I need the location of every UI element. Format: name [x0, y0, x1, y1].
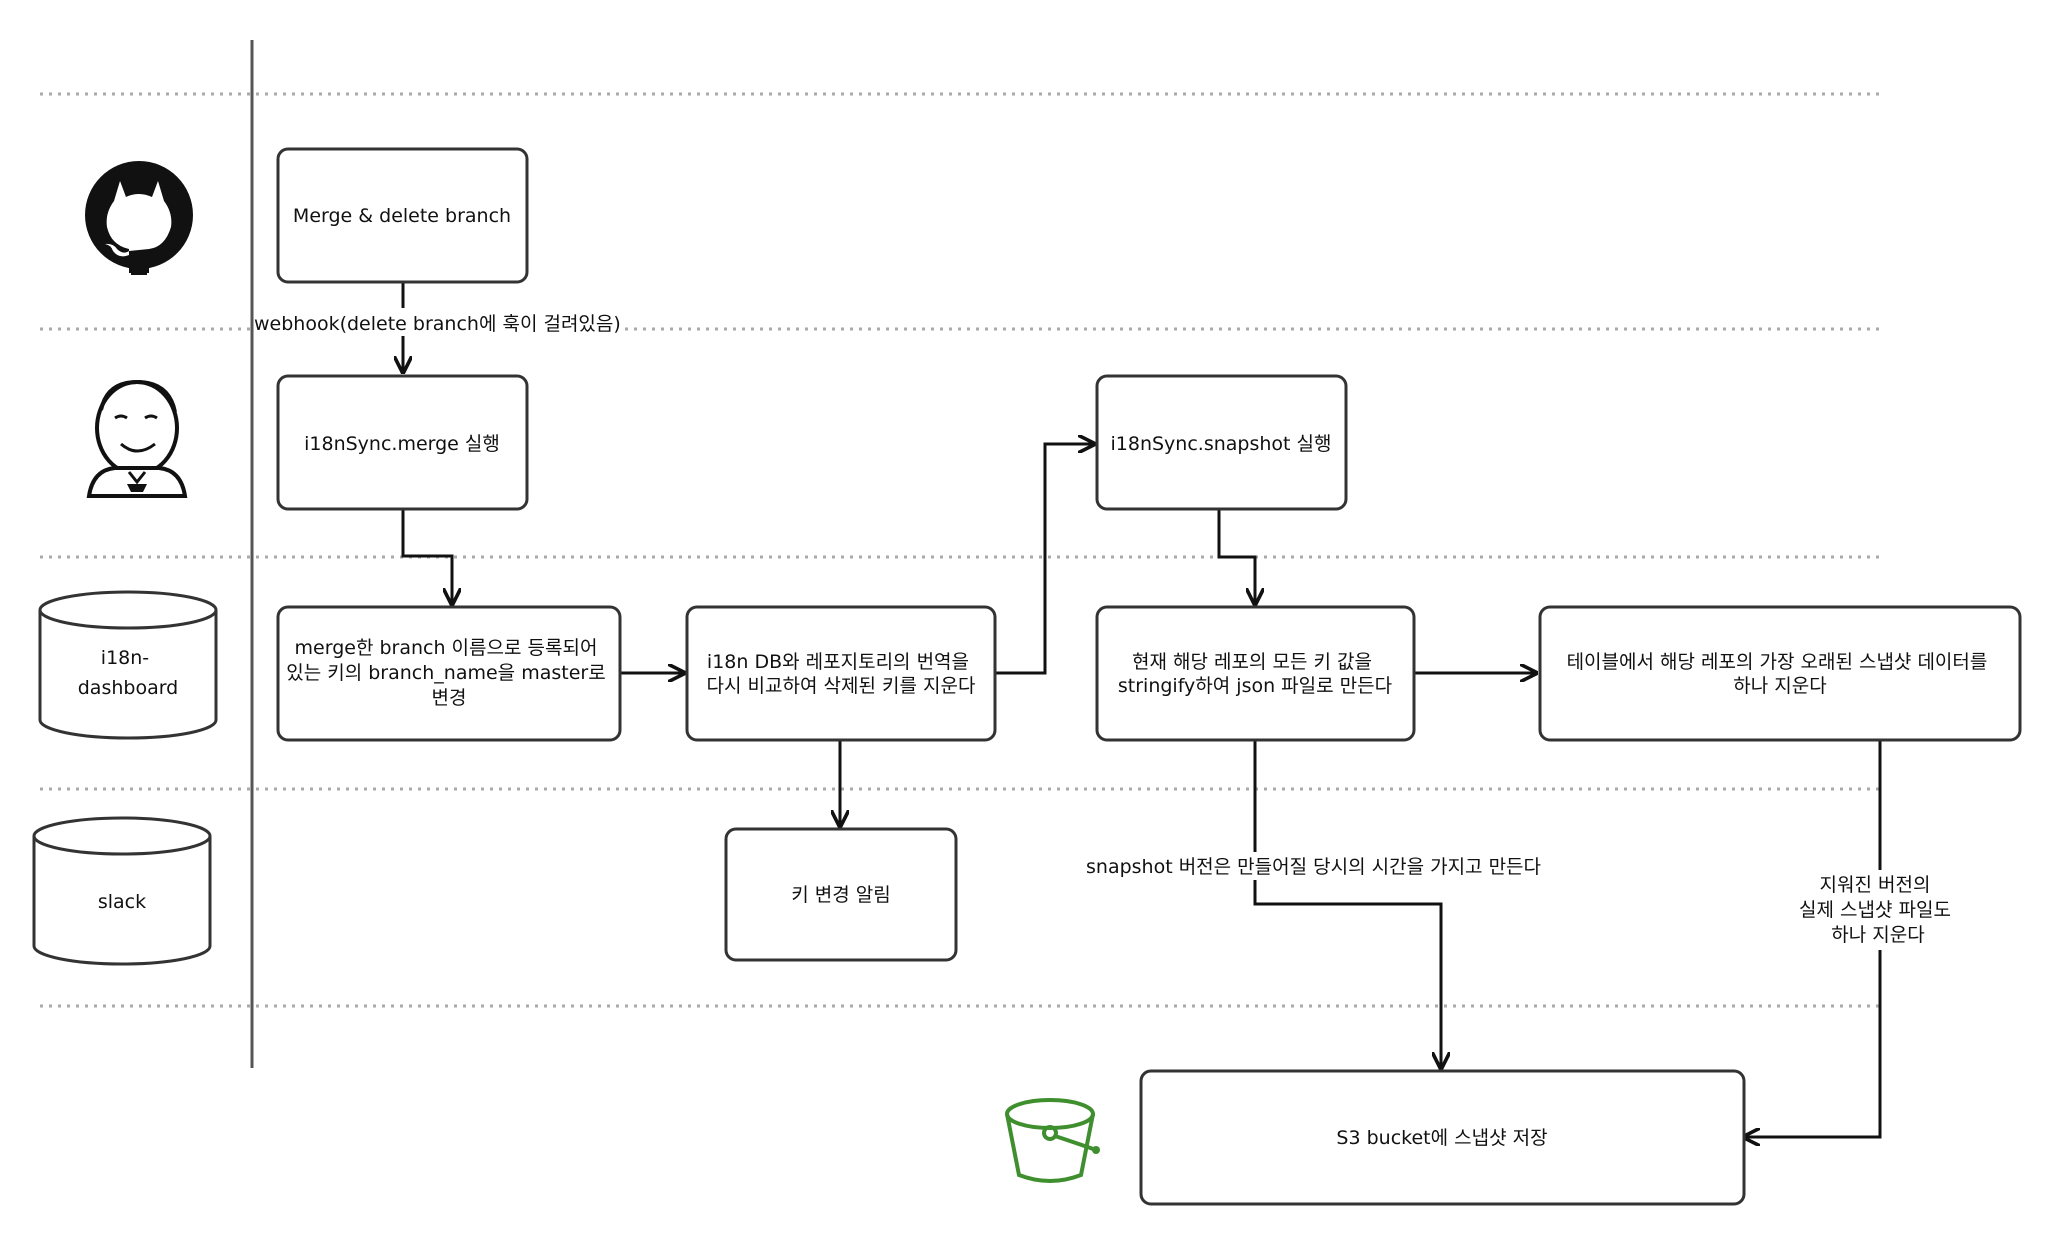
edge-label-snapshot-version: snapshot 버전은 만들어질 당시의 시간을 가지고 만든다 — [1086, 856, 1541, 878]
github-icon — [85, 161, 193, 275]
edge-labels: webhook(delete branch에 훅이 걸려있음) snapshot… — [254, 308, 1968, 950]
node-make-json: 현재 해당 레포의 모든 키 값을 stringify하여 json 파일로 만… — [1095, 605, 1416, 742]
node-merge-run: i18nSync.merge 실행 — [276, 374, 529, 511]
svg-text:테이블에서 해당 레포의 가장 오래된 스냅샷 데이터를: 테이블에서 해당 레포의 가장 오래된 스냅샷 데이터를 하나 지운다 — [1567, 651, 1994, 697]
database-icon: i18n- dashboard — [38, 590, 218, 740]
svg-text:i18nSync.merge 실행: i18nSync.merge 실행 — [304, 433, 500, 455]
database-icon: slack — [32, 816, 212, 966]
lane-label-slack: slack — [98, 891, 146, 913]
jenkins-icon — [86, 379, 188, 498]
svg-text:Merge & delete branch: Merge & delete branch — [293, 205, 511, 227]
node-merge-branch: Merge & delete branch — [276, 147, 529, 284]
edge-snapshot-to-json — [1217, 510, 1255, 604]
edge-label-delete-file: 지워진 버전의 실제 스냅샷 파일도 하나 지운다 — [1799, 874, 1957, 946]
node-delete-oldest: 테이블에서 해당 레포의 가장 오래된 스냅샷 데이터를 하나 지운다 — [1538, 605, 2022, 742]
edge-json-to-s3 — [1253, 740, 1441, 1068]
svg-text:키 변경 알림: 키 변경 알림 — [791, 884, 890, 906]
svg-text:S3 bucket에 스냅샷 저장: S3 bucket에 스냅샷 저장 — [1336, 1127, 1547, 1149]
s3-bucket-icon — [1005, 1098, 1100, 1183]
node-rename-keys: merge한 branch 이름으로 등록되어 있는 키의 branch_nam… — [276, 605, 622, 742]
svg-text:i18nSync.snapshot 실행: i18nSync.snapshot 실행 — [1111, 433, 1332, 455]
edge-merge-to-rename — [401, 510, 452, 604]
svg-text:현재 해당 레포의 모든 키 값을 string: 현재 해당 레포의 모든 키 값을 stringify하여 json 파일로 만… — [1118, 651, 1392, 697]
node-s3-save: S3 bucket에 스냅샷 저장 — [1139, 1069, 1746, 1206]
node-key-alert: 키 변경 알림 — [724, 827, 958, 962]
edge-label-webhook: webhook(delete branch에 훅이 걸려있음) — [254, 313, 621, 335]
edge-compare-to-snapshot — [995, 444, 1094, 675]
lane-label-dashboard: i18n- dashboard — [78, 647, 179, 699]
node-snapshot-run: i18nSync.snapshot 실행 — [1095, 374, 1348, 511]
svg-text:merge한 branch 이름으로 등록되어: merge한 branch 이름으로 등록되어 있는 키의 branch_nam… — [286, 637, 611, 709]
svg-text:i18n DB와 레포지토리의 번역을 다시 비: i18n DB와 레포지토리의 번역을 다시 비교하여 삭제된 키를 지운다 — [707, 651, 976, 697]
node-compare-delete: i18n DB와 레포지토리의 번역을 다시 비교하여 삭제된 키를 지운다 — [685, 605, 997, 742]
